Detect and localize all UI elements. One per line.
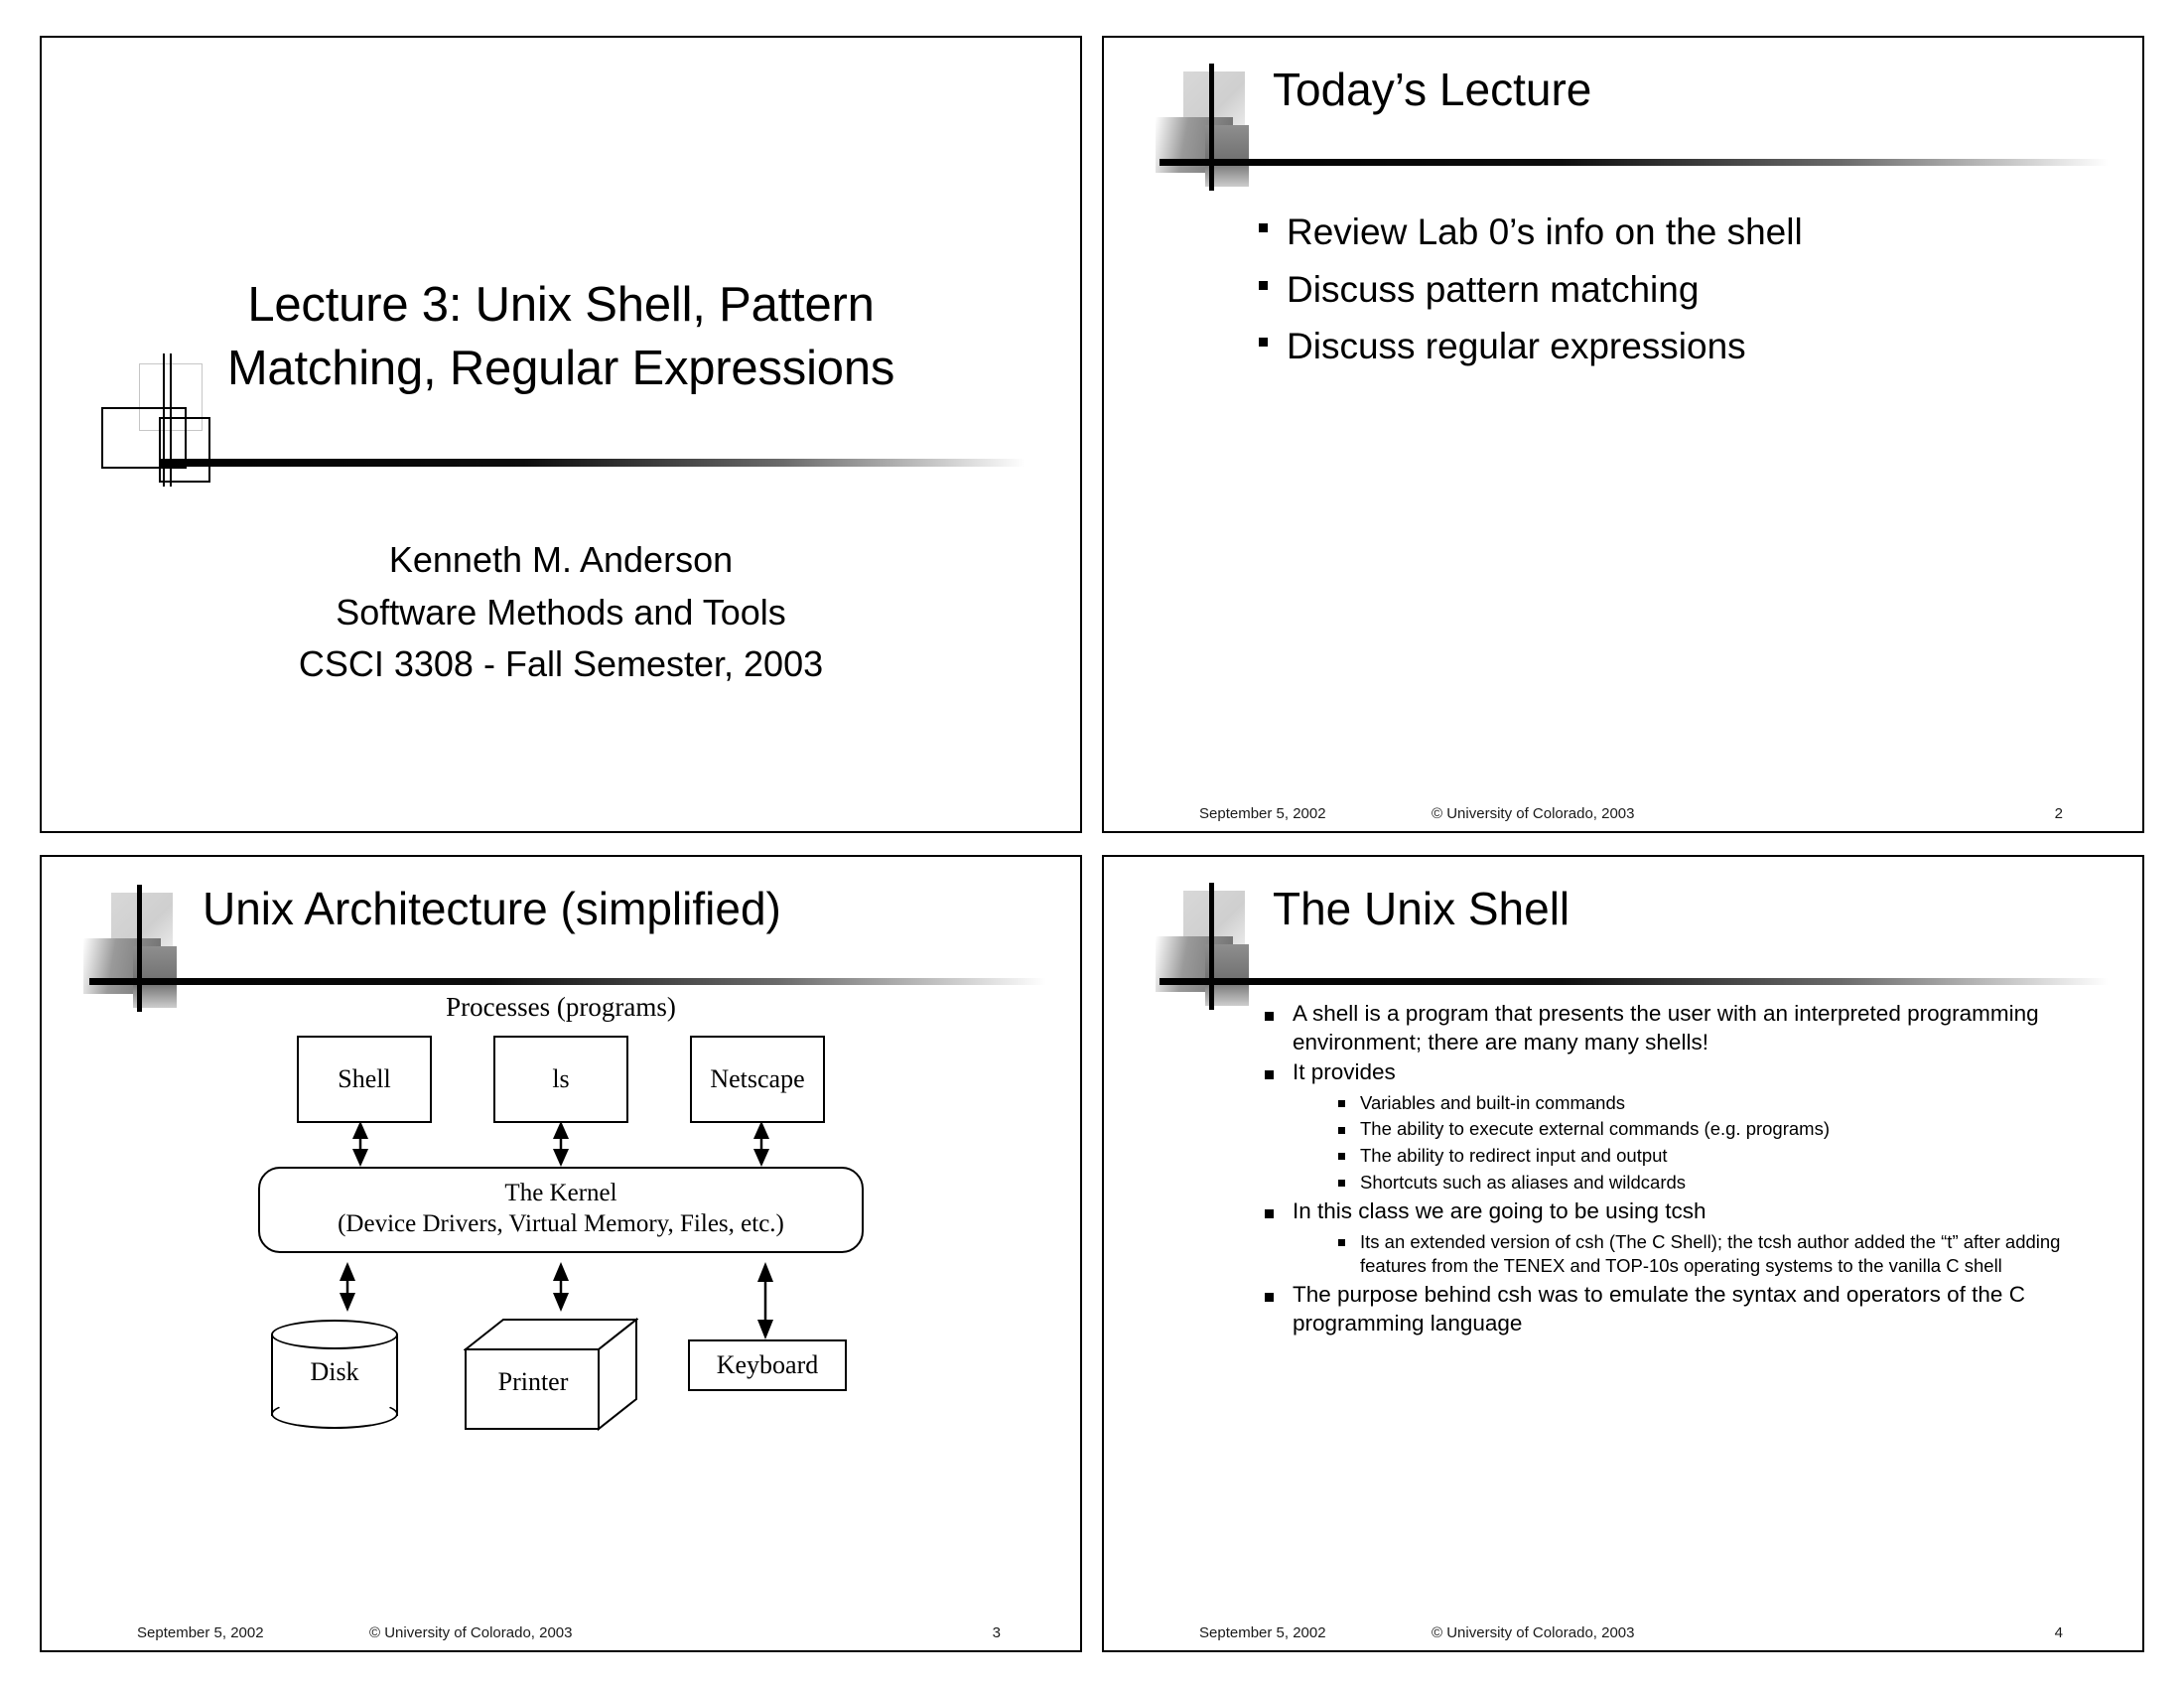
sub-list-item: Its an extended version of csh (The C Sh… <box>1334 1230 2099 1277</box>
footer-page-number: 3 <box>992 1624 1001 1641</box>
sub-list-item: Shortcuts such as aliases and wildcards <box>1334 1171 2099 1195</box>
footer-date: September 5, 2002 <box>137 1624 264 1641</box>
diagram-caption: Processes (programs) <box>446 992 676 1022</box>
title-underline-rule <box>89 978 1046 985</box>
list-item: Discuss pattern matching <box>1253 262 2093 318</box>
slide-title: The Unix Shell <box>1273 883 1570 934</box>
title-line-2: Matching, Regular Expressions <box>226 341 895 395</box>
double-arrow-icon <box>347 1121 373 1167</box>
double-arrow-icon <box>548 1262 574 1312</box>
logo-square-light-icon <box>111 893 173 962</box>
device-row: Disk Printer Keyboard <box>253 1310 869 1449</box>
logo-square-dark-secondary-icon <box>1205 944 1249 1006</box>
slide-1-title: Lecture 3: Unix Shell, Pattern Matching,… <box>40 36 1082 833</box>
printer-label: Printer <box>497 1367 569 1396</box>
slide-2-todays-lecture: Today’s Lecture Review Lab 0’s info on t… <box>1102 36 2144 833</box>
decorative-logo-icon <box>1150 64 1269 191</box>
footer-date: September 5, 2002 <box>1199 1624 1326 1641</box>
logo-square-light-icon <box>1183 71 1245 141</box>
sub-bullet-list: Its an extended version of csh (The C Sh… <box>1293 1230 2099 1277</box>
sub-list-item: The ability to execute external commands… <box>1334 1117 2099 1141</box>
kernel-subtitle: (Device Drivers, Virtual Memory, Files, … <box>338 1210 784 1237</box>
list-item: A shell is a program that presents the u… <box>1259 1000 2099 1056</box>
double-arrow-icon <box>752 1262 778 1339</box>
list-item: The purpose behind csh was to emulate th… <box>1259 1281 2099 1337</box>
slide-title: Today’s Lecture <box>1273 64 1592 115</box>
double-arrow-icon <box>548 1121 574 1167</box>
slide-4-the-unix-shell: The Unix Shell A shell is a program that… <box>1102 855 2144 1652</box>
course-info: CSCI 3308 - Fall Semester, 2003 <box>298 643 824 685</box>
title-slide-subtitle: Kenneth M. Anderson Software Methods and… <box>101 534 1021 691</box>
logo-square-dark-icon <box>83 938 161 994</box>
author-name: Kenneth M. Anderson <box>388 539 734 580</box>
kernel-box: The Kernel (Device Drivers, Virtual Memo… <box>258 1167 864 1253</box>
logo-square-dark-secondary-icon <box>1205 125 1249 187</box>
disk-label: Disk <box>310 1357 359 1386</box>
kernel-title: The Kernel <box>504 1180 617 1206</box>
logo-vertical-bar-icon <box>1209 883 1214 1010</box>
logo-square-light-icon <box>1183 891 1245 960</box>
footer-page-number: 2 <box>2054 805 2063 822</box>
sub-bullet-list: Variables and built-in commands The abil… <box>1293 1091 2099 1195</box>
double-arrow-icon <box>335 1262 360 1312</box>
sub-list-item: Variables and built-in commands <box>1334 1091 2099 1115</box>
footer-copyright: © University of Colorado, 2003 <box>1432 1624 1635 1641</box>
printer-box-icon: Printer <box>463 1317 639 1433</box>
footer-copyright: © University of Colorado, 2003 <box>369 1624 573 1641</box>
logo-vertical-bar-icon <box>1209 64 1214 191</box>
process-box-shell: Shell <box>297 1036 432 1123</box>
list-item: It provides Variables and built-in comma… <box>1259 1058 2099 1194</box>
footer-date: September 5, 2002 <box>1199 805 1326 822</box>
bullet-list: A shell is a program that presents the u… <box>1259 1000 2099 1339</box>
disk-top <box>271 1320 398 1349</box>
list-item-text: A shell is a program that presents the u… <box>1293 1001 2039 1055</box>
list-item: In this class we are going to be using t… <box>1259 1197 2099 1277</box>
logo-square-dark-secondary-icon <box>159 417 210 483</box>
title-slide-heading: Lecture 3: Unix Shell, Pattern Matching,… <box>101 274 1021 400</box>
process-box-netscape: Netscape <box>690 1036 825 1123</box>
list-item: Review Lab 0’s info on the shell <box>1253 205 2093 260</box>
title-underline-rule <box>161 459 1025 467</box>
double-arrow-icon <box>749 1121 774 1167</box>
slide-title: Unix Architecture (simplified) <box>203 883 781 934</box>
process-box-ls: ls <box>493 1036 628 1123</box>
list-item: Discuss regular expressions <box>1253 319 2093 374</box>
footer-copyright: © University of Colorado, 2003 <box>1432 805 1635 822</box>
footer-page-number: 4 <box>2054 1624 2063 1641</box>
list-item-text: The purpose behind csh was to emulate th… <box>1293 1282 2025 1336</box>
sub-list-item: The ability to redirect input and output <box>1334 1144 2099 1168</box>
keyboard-box-icon: Keyboard <box>688 1339 847 1391</box>
title-underline-rule <box>1160 978 2109 985</box>
disk-cylinder-icon: Disk <box>271 1320 398 1429</box>
list-item-text: In this class we are going to be using t… <box>1293 1198 1706 1224</box>
list-item-text: It provides <box>1293 1059 1396 1085</box>
unix-architecture-diagram: Processes (programs) Shell ls Netscape <box>42 992 1080 1488</box>
title-underline-rule <box>1160 159 2109 166</box>
title-line-1: Lecture 3: Unix Shell, Pattern <box>247 278 875 332</box>
slide-3-unix-architecture: Unix Architecture (simplified) Processes… <box>40 855 1082 1652</box>
disk-bottom <box>271 1399 398 1429</box>
process-box-row: Shell ls Netscape <box>297 1036 825 1123</box>
affiliation: Software Methods and Tools <box>336 591 786 633</box>
bullet-list: Review Lab 0’s info on the shell Discuss… <box>1253 205 2093 376</box>
decorative-logo-icon <box>1150 883 1269 1010</box>
